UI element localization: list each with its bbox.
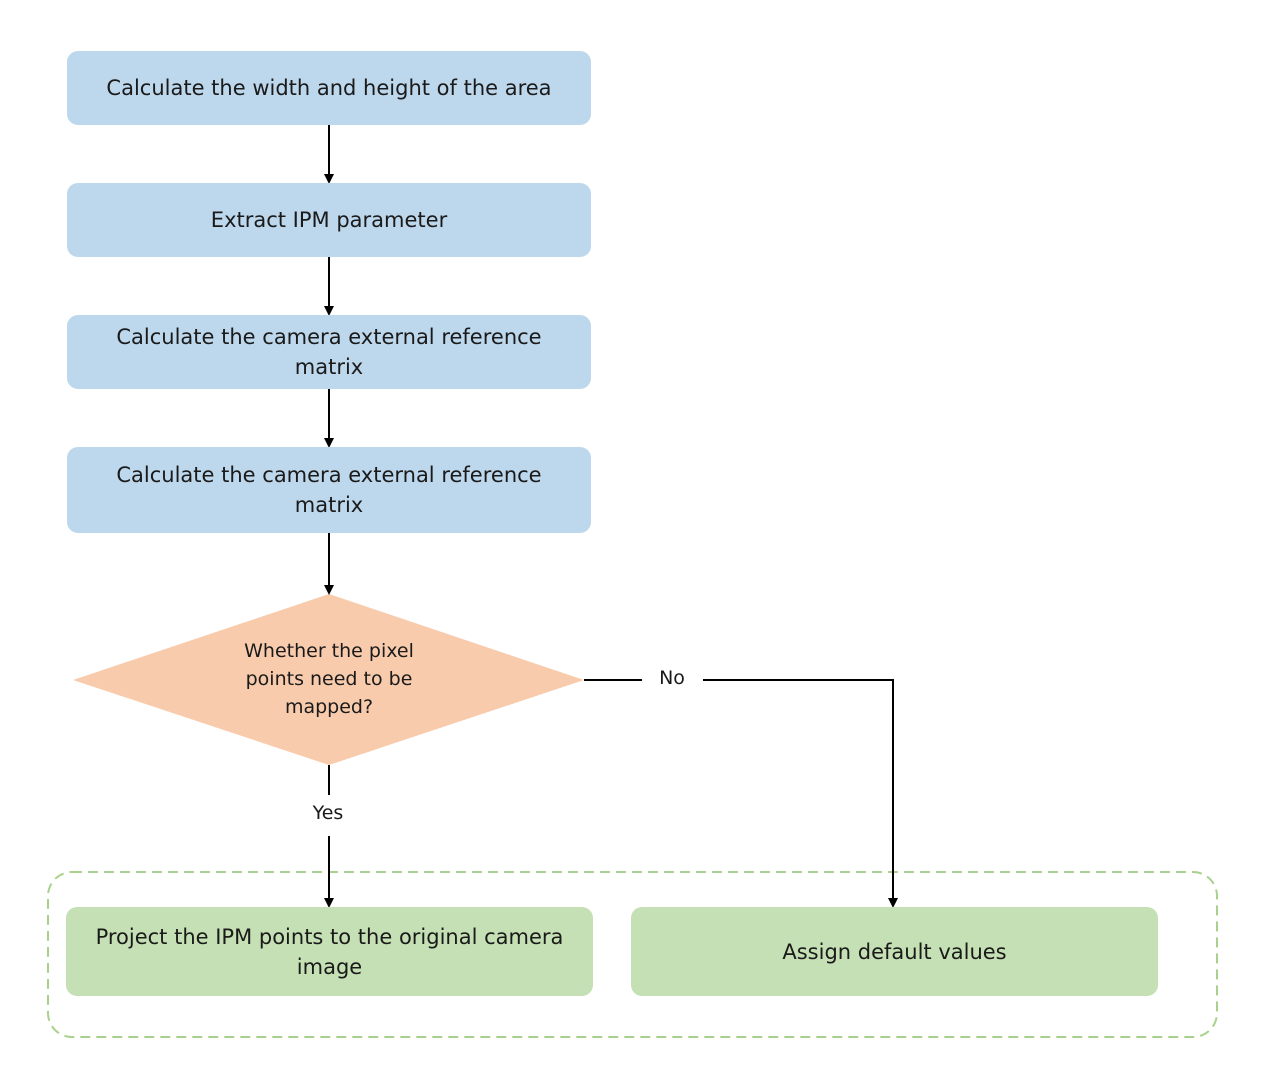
outcome-default-values: Assign default values: [631, 907, 1158, 996]
decision-label: Whether the pixel points need to be mapp…: [244, 640, 414, 718]
yes-label: Yes: [303, 802, 353, 824]
decision-diamond: [73, 594, 584, 765]
step-calculate-matrix-1: Calculate the camera external reference …: [67, 315, 591, 389]
outcome-project-points: Project the IPM points to the original c…: [66, 907, 593, 996]
outcome-group-border: [47, 871, 1218, 1038]
no-label: No: [646, 667, 698, 689]
arrow-no: [703, 679, 898, 908]
step-calculate-matrix-2: Calculate the camera external reference …: [67, 447, 591, 533]
step-calculate-area: Calculate the width and height of the ar…: [67, 51, 591, 125]
step-extract-ipm: Extract IPM parameter: [67, 183, 591, 257]
